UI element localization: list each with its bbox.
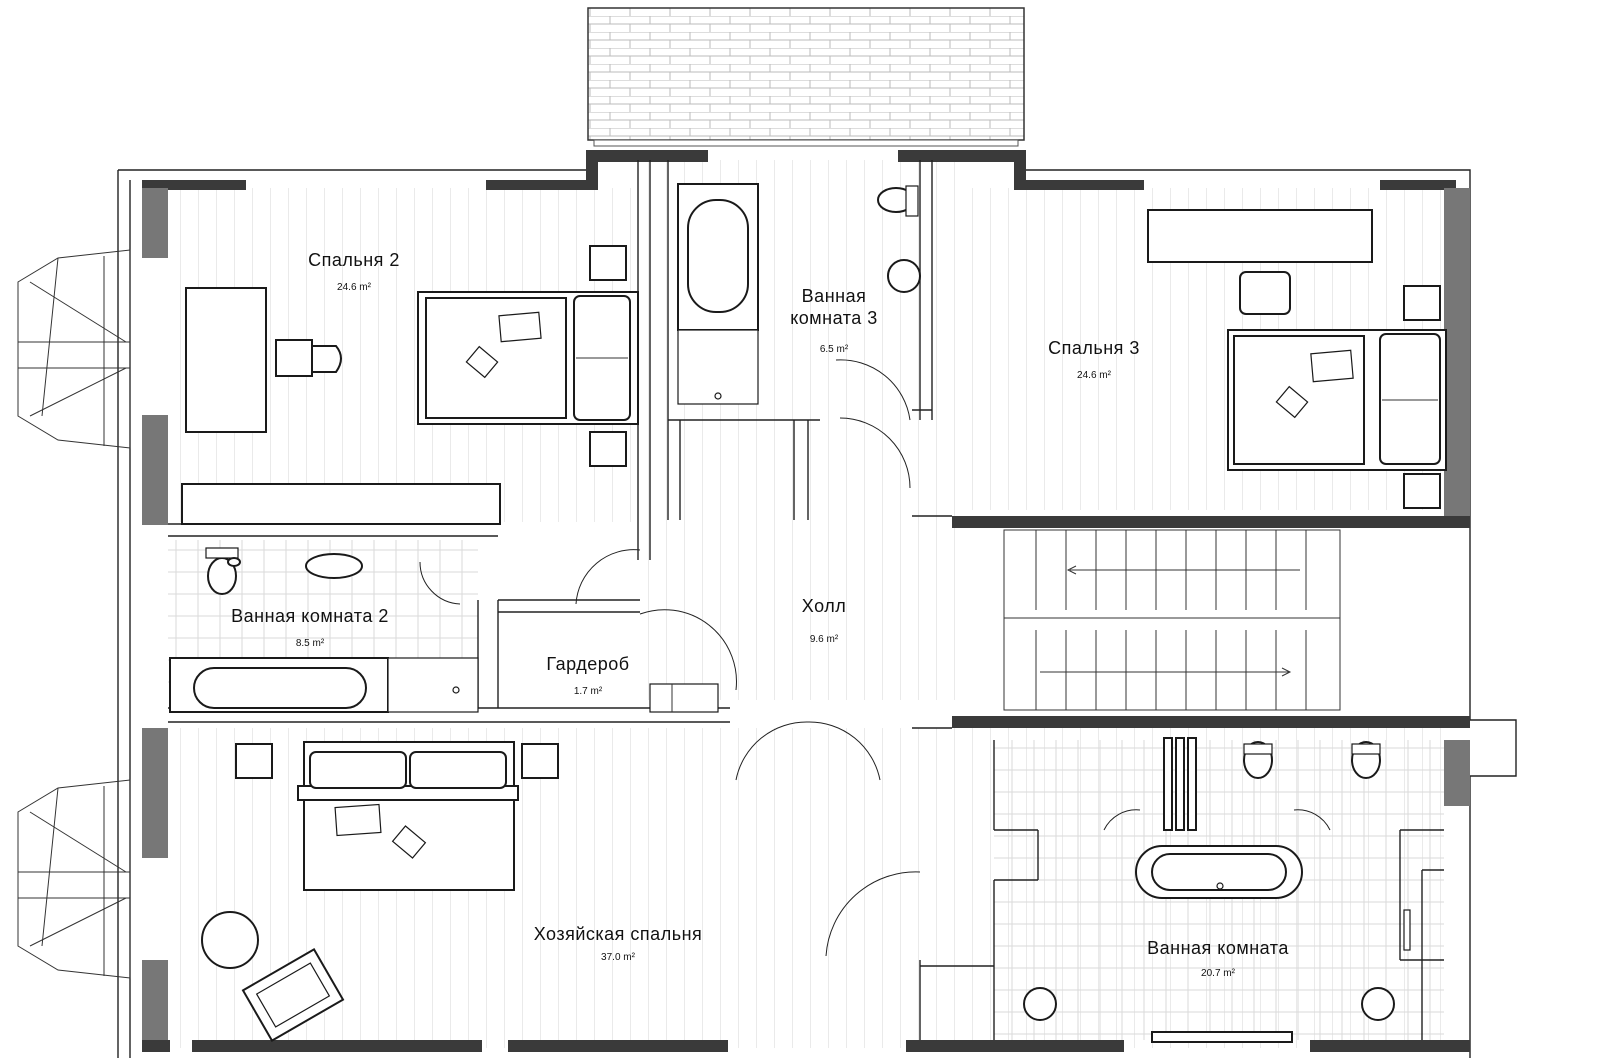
bedroom2-furniture	[181, 245, 639, 525]
room-bedroom3: Спальня 3 24.6 m²	[1048, 338, 1140, 381]
room-hall: Холл 9.6 m²	[802, 596, 846, 645]
room-bathroom2: Ванная комната 2 8.5 m²	[231, 606, 389, 649]
room-wardrobe: Гардероб 1.7 m²	[546, 654, 629, 697]
room-name-master-bedroom: Хозяйская спальня	[534, 924, 703, 944]
room-name-hall: Холл	[802, 596, 846, 616]
room-name-bedroom2: Спальня 2	[308, 250, 400, 270]
room-name-bathroom2: Ванная комната 2	[231, 606, 389, 626]
bathroom3-fixtures	[677, 183, 921, 405]
room-master-bedroom: Хозяйская спальня 37.0 m²	[534, 924, 703, 963]
room-name-bathroom: Ванная комната	[1147, 938, 1289, 958]
bay-window-top	[17, 249, 131, 449]
bay-window-bottom	[17, 779, 131, 979]
staircase	[1003, 529, 1341, 711]
room-area-bedroom3: 24.6 m²	[1077, 370, 1112, 381]
room-area-bathroom: 20.7 m²	[1201, 968, 1236, 979]
room-name-bathroom3-line1: Ванная	[802, 286, 867, 306]
room-area-bathroom2: 8.5 m²	[296, 638, 325, 649]
doors	[419, 359, 1331, 957]
wardrobe-fixtures	[649, 683, 719, 713]
room-name-bathroom3-line2: комната 3	[790, 308, 878, 328]
room-area-master-bedroom: 37.0 m²	[601, 952, 636, 963]
room-name-bedroom3: Спальня 3	[1048, 338, 1140, 358]
room-area-bathroom3: 6.5 m²	[820, 344, 849, 355]
room-area-bedroom2: 24.6 m²	[337, 282, 372, 293]
bedroom3-furniture	[1147, 209, 1447, 509]
room-area-wardrobe: 1.7 m²	[574, 686, 603, 697]
bathroom2-fixtures	[169, 547, 479, 713]
master-bedroom-furniture	[201, 741, 559, 1042]
room-area-hall: 9.6 m²	[810, 634, 839, 645]
interior-walls	[168, 160, 1470, 1040]
room-bathroom: Ванная комната 20.7 m²	[1147, 938, 1289, 979]
room-name-wardrobe: Гардероб	[546, 654, 629, 674]
terrace	[587, 7, 1025, 147]
main-bathroom-fixtures	[1023, 737, 1411, 1043]
room-bedroom2: Спальня 2 24.6 m²	[308, 250, 400, 293]
room-bathroom3: Ванная комната 3 6.5 m²	[790, 286, 878, 355]
